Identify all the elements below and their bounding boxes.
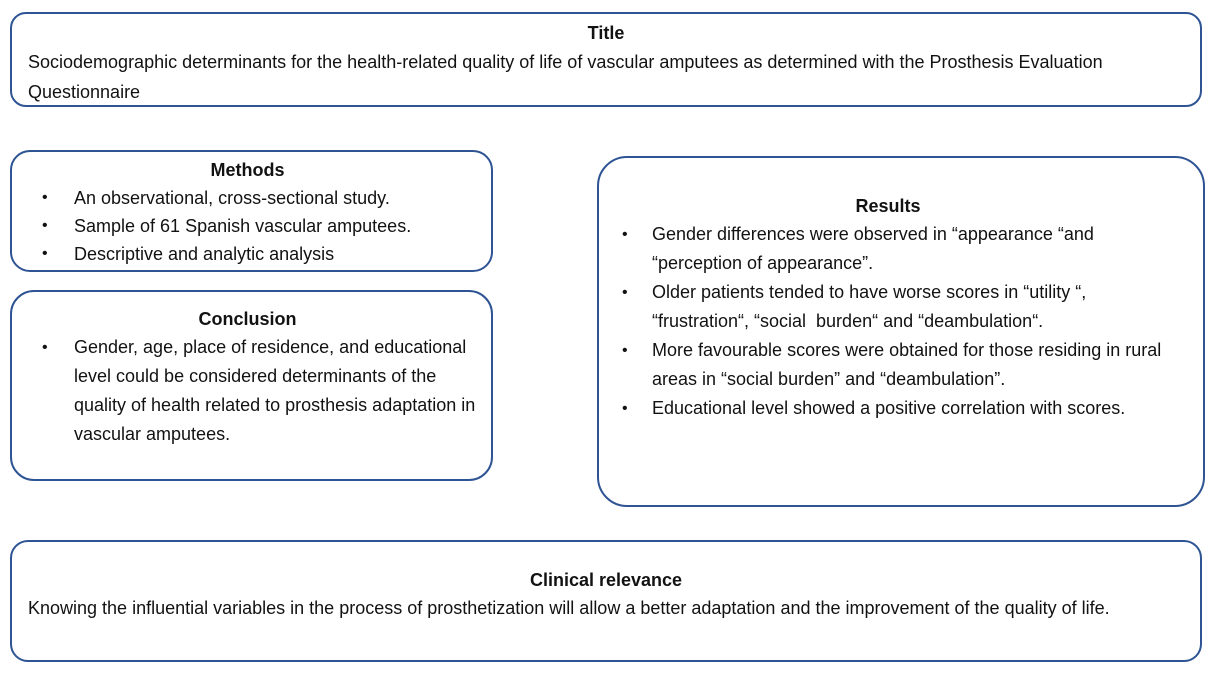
bullet-item: • An observational, cross-sectional study… xyxy=(12,184,483,212)
bullet-icon: • xyxy=(42,217,48,234)
clinical-relevance-heading: Clinical relevance xyxy=(529,570,683,590)
bullet-item-text: Descriptive and analytic analysis xyxy=(74,244,335,264)
bullet-item-text: Older patients tended to have worse scor… xyxy=(652,282,1092,331)
bullet-icon: • xyxy=(622,226,628,243)
bullet-item-text: More favourable scores were obtained for… xyxy=(652,340,1172,389)
bullet-item: • Gender differences were observed in “ap… xyxy=(599,220,1177,278)
results-box: Results • Gender differences were observe… xyxy=(597,156,1205,507)
title-box-body: Sociodemographic determinants for the he… xyxy=(28,52,1108,102)
clinical-relevance-box: Clinical relevance Knowing the influenti… xyxy=(10,540,1202,662)
bullet-icon: • xyxy=(42,245,48,262)
bullet-item: • Educational level showed a positive cor… xyxy=(599,394,1177,423)
title-box: Title Sociodemographic determinants for … xyxy=(10,12,1202,107)
conclusion-box-heading: Conclusion xyxy=(198,309,297,329)
conclusion-box: Conclusion • Gender, age, place of reside… xyxy=(10,290,493,481)
bullet-item-text: Gender, age, place of residence, and edu… xyxy=(74,337,481,444)
results-bullet-list: • Gender differences were observed in “ap… xyxy=(599,220,1177,423)
bullet-item-text: An observational, cross-sectional study. xyxy=(74,188,390,208)
bullet-icon: • xyxy=(622,342,628,359)
conclusion-bullet-list: • Gender, age, place of residence, and ed… xyxy=(12,333,483,449)
bullet-icon: • xyxy=(622,400,628,417)
bullet-item: • Descriptive and analytic analysis xyxy=(12,240,483,268)
clinical-relevance-body: Knowing the influential variables in the… xyxy=(28,598,1110,618)
bullet-icon: • xyxy=(42,189,48,206)
bullet-item: • Gender, age, place of residence, and ed… xyxy=(12,333,483,449)
bullet-icon: • xyxy=(42,339,48,356)
results-box-heading: Results xyxy=(855,196,921,216)
title-box-heading: Title xyxy=(587,23,625,43)
bullet-item-text: Sample of 61 Spanish vascular amputees. xyxy=(74,216,412,236)
methods-box-heading: Methods xyxy=(210,160,285,180)
methods-box: Methods • An observational, cross-section… xyxy=(10,150,493,272)
bullet-item: • Sample of 61 Spanish vascular amputees. xyxy=(12,212,483,240)
bullet-icon: • xyxy=(622,284,628,301)
bullet-item: • More favourable scores were obtained fo… xyxy=(599,336,1177,394)
bullet-item-text: Gender differences were observed in “app… xyxy=(652,224,1099,273)
methods-bullet-list: • An observational, cross-sectional study… xyxy=(12,184,483,268)
bullet-item: • Older patients tended to have worse sco… xyxy=(599,278,1177,336)
bullet-item-text: Educational level showed a positive corr… xyxy=(652,398,1126,418)
